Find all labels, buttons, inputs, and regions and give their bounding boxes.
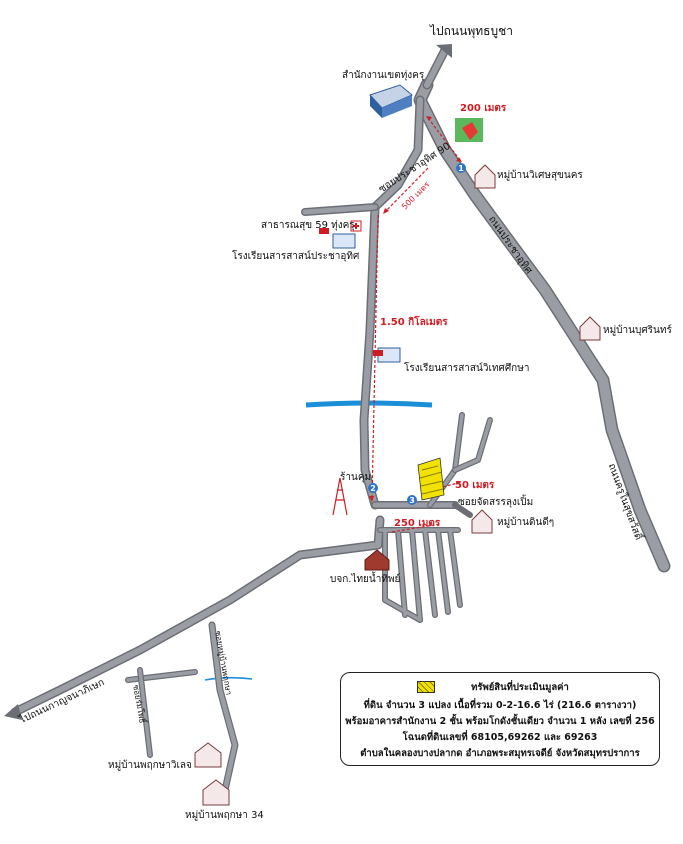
tower-icon [332, 477, 348, 516]
marker-1: 1 [458, 164, 464, 173]
legend-line-4: ตำบลในคลองบางปลากด อำเภอพระสมุทรเจดีย์ จ… [360, 748, 640, 759]
legend-box: ทรัพย์สินที่ประเมินมูลค่า ที่ดิน จำนวน 3… [340, 672, 660, 766]
arrow-up-icon [436, 44, 452, 58]
route-markers: 1 2 3 [368, 163, 466, 505]
canal-lower [204, 676, 253, 681]
distance-250m: 250 เมตร [394, 518, 441, 529]
company-building-icon [364, 549, 390, 571]
label-company: บจก.ไทยน้ำทิพย์ [330, 574, 401, 585]
label-school-1: โรงเรียนสารสาสน์ประชาอุทิศ [232, 251, 360, 262]
distance-1-5km: 1.50 กิโลเมตร [380, 317, 448, 328]
property-swatch-icon [417, 681, 435, 693]
legend-line-3: โฉนดที่ดินเลขที่ 68105,69262 และ 69263 [402, 732, 598, 743]
distance-50m: 50 เมตร [455, 480, 495, 491]
label-village-pruksa-wilet: หมู่บ้านพฤกษาวิเลจ [108, 760, 192, 771]
legend-line-2: พร้อมอาคารสำนักงาน 2 ชั้น พร้อมโกดังชั้น… [345, 716, 655, 727]
label-health-center: สาธารณสุข 59 ทุ่งครุ [261, 220, 355, 231]
distance-200m: 200 เมตร [460, 103, 507, 114]
legend-title: ทรัพย์สินที่ประเมินมูลค่า [471, 682, 569, 693]
label-shop: ร้านคุม [340, 472, 372, 483]
marker-2: 2 [370, 484, 376, 493]
health-center-icon [350, 220, 362, 232]
road-label-phutthabucha: ไปถนนพุทธบูชา [430, 24, 513, 38]
legend-line-1: ที่ดิน จำนวน 3 แปลง เนื้อที่รวม 0-2-16.6… [363, 700, 637, 711]
label-village-burin: หมู่บ้านบุศรินทร์ [603, 325, 672, 336]
label-village-dindee: หมู่บ้านดินดีๆ [497, 517, 555, 528]
district-office-icon [369, 84, 413, 118]
road-network [10, 45, 671, 794]
label-village-wisetsuk: หมู่บ้านวิเศษสุขนคร [497, 170, 583, 181]
label-district-office: สำนักงานเขตทุ่งครุ [342, 70, 425, 81]
house-icon [194, 164, 601, 806]
bigc-logo-icon [455, 118, 483, 142]
property-parcel [417, 457, 445, 501]
label-village-pruksa34: หมู่บ้านพฤกษา 34 [185, 810, 264, 821]
distance-guides [371, 117, 463, 533]
arrow-left-icon [4, 704, 22, 720]
road-label-soi-jatsanlung: ซอยจัดสรรลุงเปิ้ม [458, 497, 534, 508]
marker-3: 3 [409, 496, 415, 505]
label-school-2: โรงเรียนสารสาสน์วิเทศศึกษา [404, 363, 530, 374]
school-icon [319, 228, 401, 363]
